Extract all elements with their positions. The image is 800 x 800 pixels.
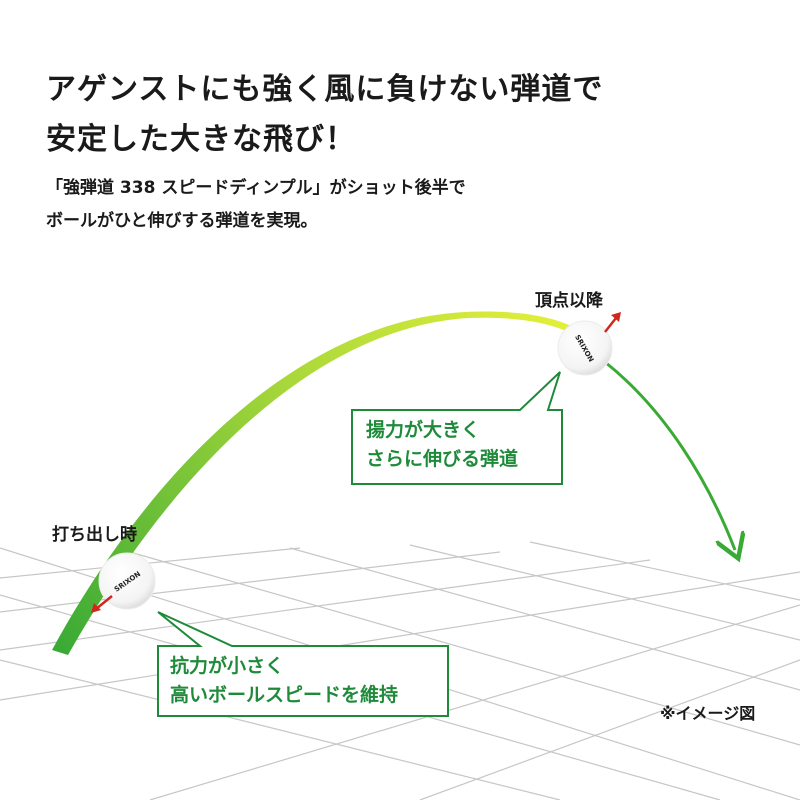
launch-ball: SRIXON [91, 552, 156, 613]
launch-callout-text: 抗力が小さく 高いボールスピードを維持 [170, 652, 398, 711]
image-note: ※イメージ図 [660, 704, 756, 723]
apex-callout-text: 揚力が大きく さらに伸びる弾道 [366, 416, 518, 475]
launch-label: 打ち出し時 [52, 525, 137, 545]
lead-line-2: ボールがひと伸びする弾道を実現。 [46, 211, 318, 231]
ground-grid [0, 541, 800, 800]
lead-line-1: 「強弾道 338 スピードディンプル」がショット後半で [46, 178, 466, 198]
launch-drag-arrow [95, 595, 113, 610]
headline-line-2: 安定した大きな飛び！ [46, 122, 356, 157]
apex-callout-bubble [351, 371, 563, 485]
trajectory-descent [604, 360, 735, 550]
headline-line-1: アゲンストにも強く風に負けない弾道で [46, 72, 604, 107]
launch-callout-bubble [157, 611, 449, 717]
launch-callout-line-1: 抗力が小さく [170, 655, 285, 677]
apex-callout-line-2: さらに伸びる弾道 [366, 448, 519, 471]
apex-ball: SRIXON [557, 312, 621, 376]
launch-callout-line-2: 高いボールスピードを維持 [170, 684, 399, 707]
apex-callout-line-1: 揚力が大きく [366, 419, 481, 441]
apex-label: 頂点以降 [535, 291, 603, 311]
apex-lift-arrow [604, 317, 617, 333]
